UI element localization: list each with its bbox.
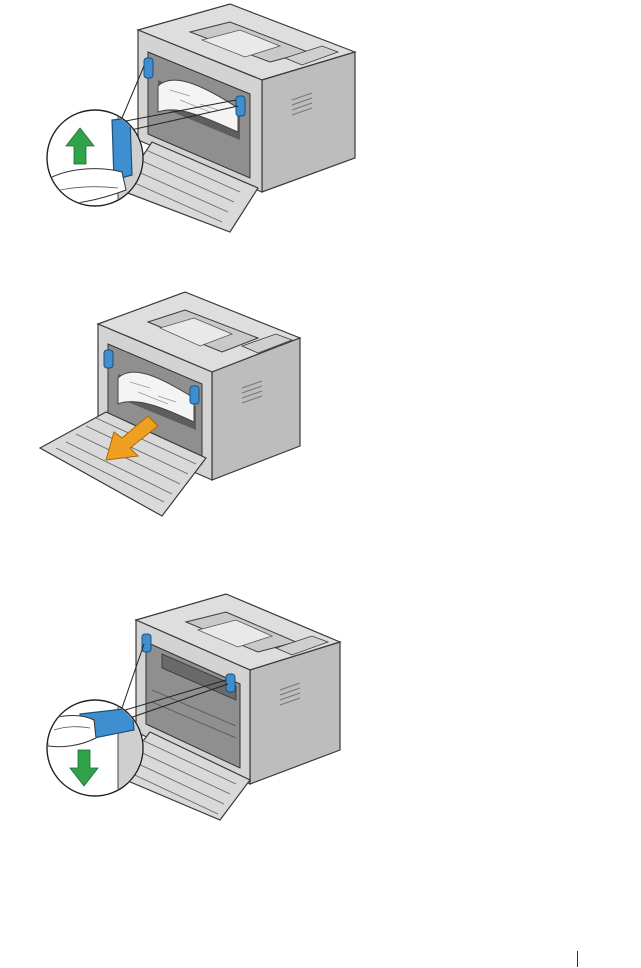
- page-footer-rule: [577, 951, 578, 967]
- printer-rear-guide-lever-down-illustration: [40, 590, 360, 822]
- printer-rear-guide-lever-up-illustration: [40, 0, 370, 235]
- printer-remove-jammed-paper-illustration: [30, 288, 330, 520]
